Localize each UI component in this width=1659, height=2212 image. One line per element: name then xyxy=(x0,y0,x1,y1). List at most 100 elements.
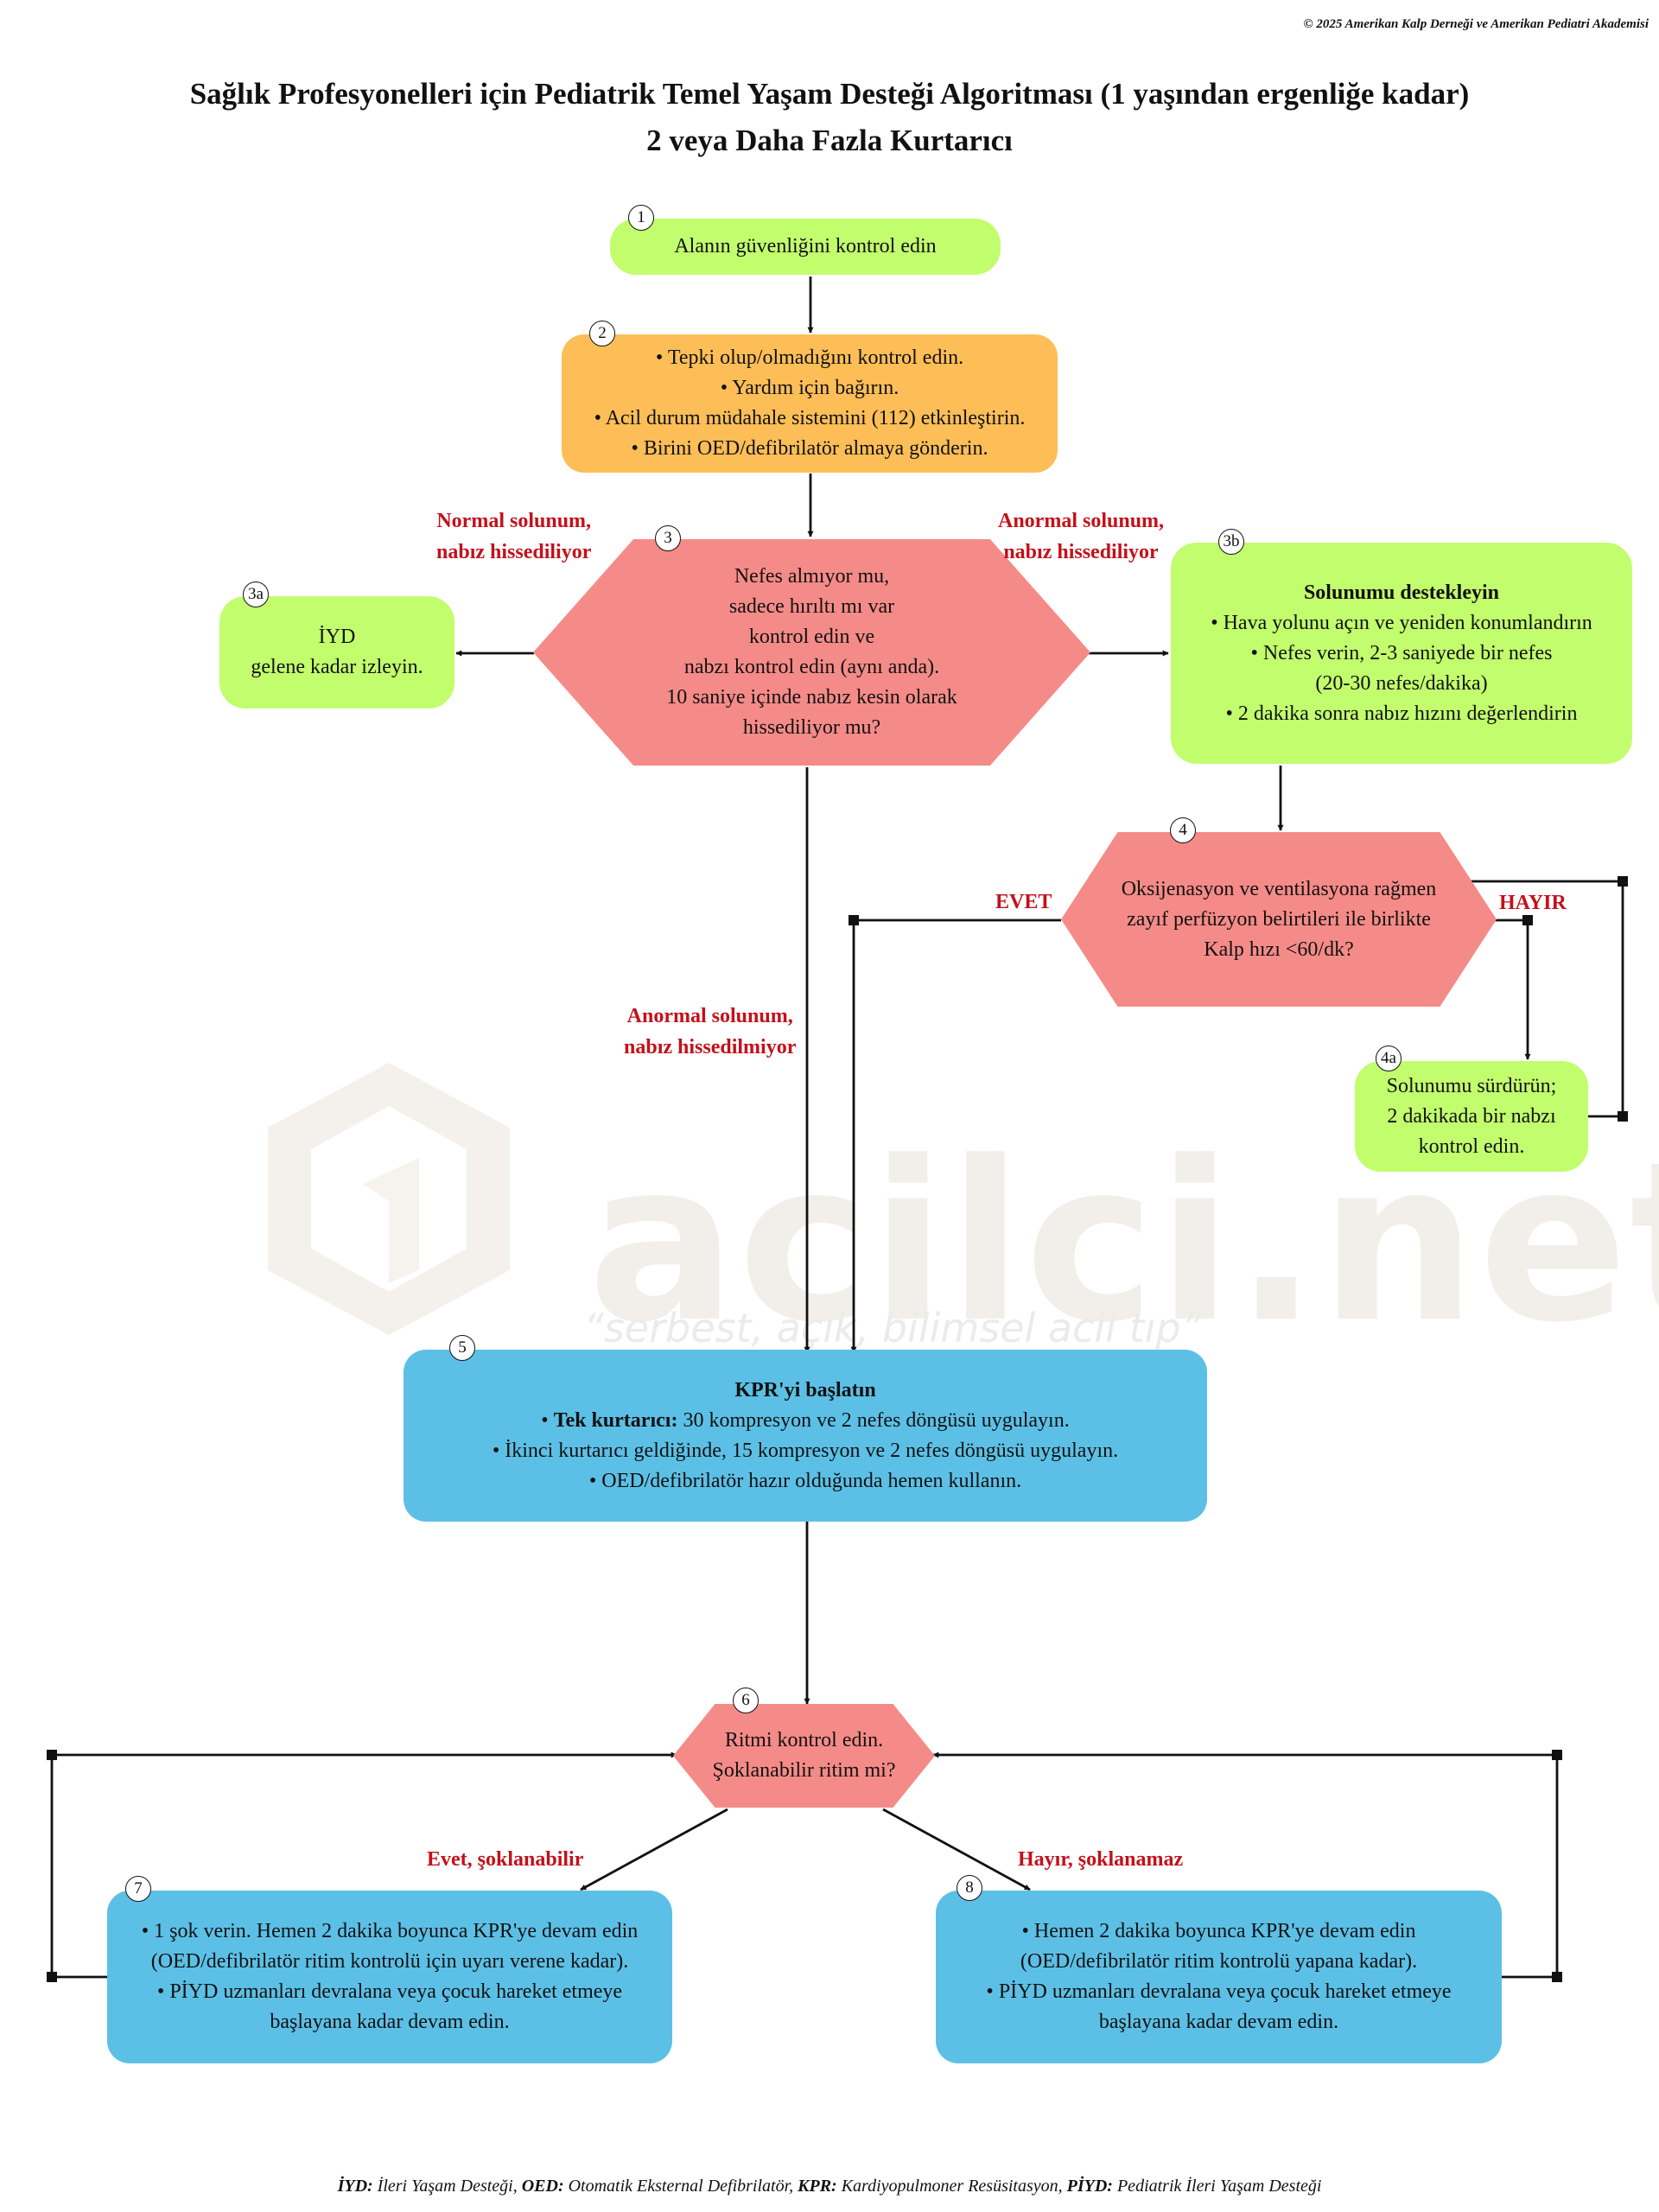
label-line: nabız hissedilmiyor xyxy=(624,1036,797,1058)
step-4a-line: 2 dakikada bir nabzı xyxy=(1387,1104,1556,1128)
step-2-badge: 2 xyxy=(589,321,615,346)
step-3-line: sadece hırıltı mı var xyxy=(728,595,895,618)
step-5-line-1: • Tek kurtarıcı: 30 kompresyon ve 2 nefe… xyxy=(541,1408,1070,1432)
step-8-line: • Hemen 2 dakika boyunca KPR'ye devam ed… xyxy=(1021,1920,1416,1942)
step-4a-badge: 4a xyxy=(1376,1046,1402,1071)
label-line: Anormal solunum, xyxy=(626,1005,793,1027)
step-3-line: 10 saniye içinde nabız kesin olarak xyxy=(666,686,957,709)
label-line: nabız hissediliyor xyxy=(436,541,592,563)
step-2-line: • Acil durum müdahale sistemini (112) et… xyxy=(594,407,1026,429)
step-3a-line: İYD xyxy=(318,626,356,648)
step-3-badge: 3 xyxy=(655,525,681,551)
junction-dot xyxy=(1522,915,1533,925)
footer-text: Otomatik Eksternal Defibrilatör, xyxy=(563,2177,798,2196)
step-7-text: • 1 şok verin. Hemen 2 dakika boyunca KP… xyxy=(126,1916,654,2037)
step-3b-support-breathing: Solunumu destekleyin • Hava yolunu açın … xyxy=(1171,543,1632,764)
step-3a-monitor: İYD gelene kadar izleyin. xyxy=(219,596,454,709)
label-yes: EVET xyxy=(995,891,1052,913)
label-abnormal-with-pulse: Anormal solunum, nabız hissediliyor xyxy=(998,505,1164,568)
footer-text: Kardiyopulmoner Resüsitasyon, xyxy=(836,2177,1067,2196)
step-1-line: Alanın güvenliğini kontrol edin xyxy=(674,235,937,257)
edge-7-loop xyxy=(50,1751,677,1979)
step-6-badge: 6 xyxy=(733,1688,759,1713)
step-2-text: • Tepki olup/olmadığını kontrol edin. • … xyxy=(579,343,1041,464)
step-3a-text: İYD gelene kadar izleyin. xyxy=(235,622,438,683)
step-6-check-rhythm: Ritmi kontrol edin. Şoklanabilir ritim m… xyxy=(673,1704,935,1808)
step-3-line: kontrol edin ve xyxy=(748,626,875,648)
step-4-badge: 4 xyxy=(1170,817,1196,843)
label-abnormal-no-pulse: Anormal solunum, nabız hissedilmiyor xyxy=(624,1001,796,1063)
step-2-check-responsiveness: • Tepki olup/olmadığını kontrol edin. • … xyxy=(562,334,1058,473)
step-8-line: başlayana kadar devam edin. xyxy=(1098,2011,1339,2033)
junction-dot xyxy=(849,915,859,925)
edge-6-8 xyxy=(882,1808,1031,1891)
step-4a-continue-breathing: Solunumu sürdürün; 2 dakikada bir nabzı … xyxy=(1355,1061,1588,1172)
watermark-logo-icon xyxy=(268,1063,510,1335)
step-7-shockable: • 1 şok verin. Hemen 2 dakika boyunca KP… xyxy=(107,1891,672,2063)
label-line: Anormal solunum, xyxy=(998,510,1165,532)
step-5-badge: 5 xyxy=(449,1335,475,1361)
step-4-line: zayıf perfüzyon belirtileri ile birlikte xyxy=(1127,907,1431,931)
junction-dot xyxy=(1552,1750,1562,1760)
step-3b-title: Solunumu destekleyin xyxy=(1303,581,1500,604)
step-5-line: • OED/defibrilatör hazır olduğunda hemen… xyxy=(588,1469,1022,1492)
step-5-bold-prefix: Tek kurtarıcı: xyxy=(553,1408,678,1432)
footer-abbr: İYD: xyxy=(337,2177,373,2196)
step-3-line: nabzı kontrol edin (aynı anda). xyxy=(683,656,940,678)
edge-8-loop xyxy=(932,1751,1559,1979)
page-title: Sağlık Profesyonelleri için Pediatrik Te… xyxy=(0,71,1659,164)
step-3b-line: • Nefes verin, 2-3 saniyede bir nefes xyxy=(1250,641,1553,664)
step-4a-line: kontrol edin. xyxy=(1418,1135,1525,1158)
step-4a-text: Solunumu sürdürün; 2 dakikada bir nabzı … xyxy=(1371,1071,1573,1162)
step-3-line: Nefes almıyor mu, xyxy=(734,565,890,588)
step-8-text: • Hemen 2 dakika boyunca KPR'ye devam ed… xyxy=(970,1916,1466,2037)
abbreviations-footer: İYD: İleri Yaşam Desteği, OED: Otomatik … xyxy=(0,2177,1659,2196)
step-5-text: KPR'yi başlatın • Tek kurtarıcı: 30 komp… xyxy=(477,1376,1134,1497)
step-3-text: Nefes almıyor mu, sadece hırıltı mı var … xyxy=(651,562,973,743)
junction-dot xyxy=(1552,1972,1562,1982)
watermark-slogan: “serbest, açık, bilimsel acil tıp” xyxy=(583,1305,1202,1351)
step-3a-line: gelene kadar izleyin. xyxy=(251,656,423,678)
junction-dot xyxy=(47,1750,57,1760)
step-4-check-heart-rate: Oksijenasyon ve ventilasyona rağmen zayı… xyxy=(1061,832,1497,1007)
edge-4a-loop xyxy=(1459,878,1624,1118)
step-8-non-shockable: • Hemen 2 dakika boyunca KPR'ye devam ed… xyxy=(936,1891,1502,2063)
step-3a-badge: 3a xyxy=(243,582,269,607)
step-8-line: (OED/defibrilatör ritim kontrolü yapana … xyxy=(1020,1950,1418,1973)
step-3b-text: Solunumu destekleyin • Hava yolunu açın … xyxy=(1195,578,1608,729)
step-3b-line: • 2 dakika sonra nabız hızını değerlendi… xyxy=(1225,702,1578,725)
step-8-badge: 8 xyxy=(957,1875,982,1901)
junction-dot xyxy=(1618,1111,1628,1122)
edge-4-yes-5 xyxy=(850,918,1061,1353)
step-7-badge: 7 xyxy=(125,1876,151,1902)
step-3b-line: (20-30 nefes/dakika) xyxy=(1315,671,1488,695)
step-3-check-breathing-pulse: Nefes almıyor mu, sadece hırıltı mı var … xyxy=(533,539,1090,766)
step-7-line: (OED/defibrilatör ritim kontrolü için uy… xyxy=(150,1950,629,1973)
footer-abbr: OED: xyxy=(521,2177,564,2196)
step-2-line: • Tepki olup/olmadığını kontrol edin. xyxy=(655,346,964,369)
step-2-line: • Birini OED/defibrilatör almaya gönderi… xyxy=(631,437,988,460)
label-line: nabız hissediliyor xyxy=(1003,541,1159,563)
footer-text: Pediatrik İleri Yaşam Desteği xyxy=(1112,2177,1322,2196)
step-7-line: başlayana kadar devam edin. xyxy=(270,2011,510,2033)
step-5-start-cpr: KPR'yi başlatın • Tek kurtarıcı: 30 komp… xyxy=(404,1350,1207,1522)
footer-abbr: KPR: xyxy=(798,2177,837,2196)
title-line-2: 2 veya Daha Fazla Kurtarıcı xyxy=(646,124,1013,157)
label-no: HAYIR xyxy=(1499,892,1567,914)
step-4a-line: Solunumu sürdürün; xyxy=(1386,1074,1557,1097)
junction-dot xyxy=(1618,876,1628,887)
label-normal-breathing: Normal solunum, nabız hissediliyor xyxy=(436,505,591,568)
copyright: © 2025 Amerikan Kalp Derneği ve Amerikan… xyxy=(1303,17,1649,31)
step-6-line: Şoklanabilir ritim mi? xyxy=(712,1759,896,1782)
step-5-line: • İkinci kurtarıcı geldiğinde, 15 kompre… xyxy=(492,1439,1119,1462)
step-7-line: • PİYD uzmanları devralana veya çocuk ha… xyxy=(156,1980,623,2003)
step-1-badge: 1 xyxy=(628,205,654,231)
step-4-line: Kalp hızı <60/dk? xyxy=(1204,938,1354,961)
step-8-line: • PİYD uzmanları devralana veya çocuk ha… xyxy=(986,1980,1452,2003)
step-2-line: • Yardım için bağırın. xyxy=(720,377,899,399)
label-line: Normal solunum, xyxy=(436,510,592,532)
edge-6-7 xyxy=(580,1808,728,1891)
step-3-line: hissediliyor mu? xyxy=(742,716,881,739)
title-line-1: Sağlık Profesyonelleri için Pediatrik Te… xyxy=(189,77,1470,111)
